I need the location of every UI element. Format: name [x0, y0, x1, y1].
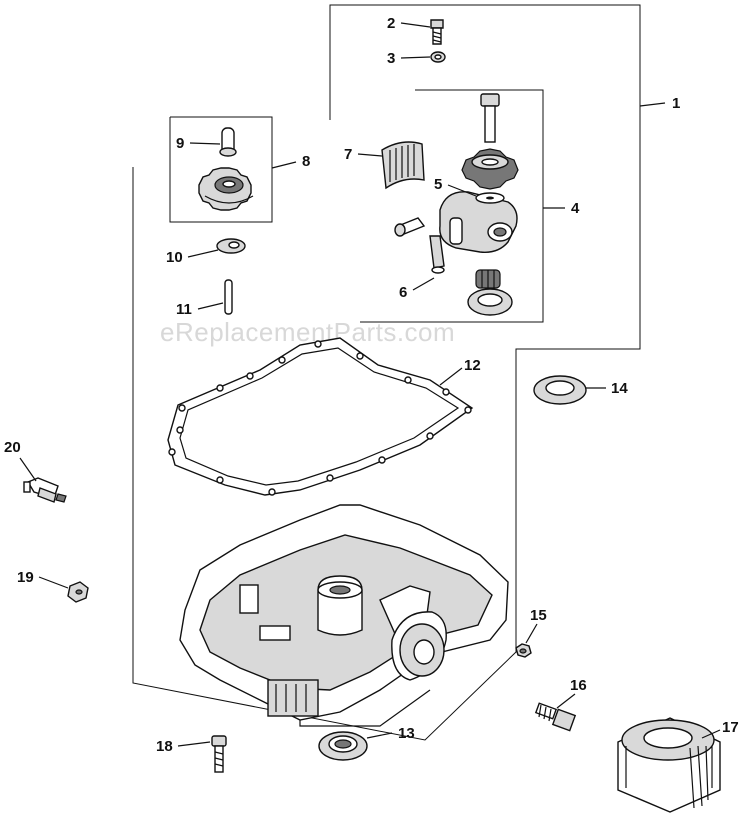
- part-15-nut: [515, 643, 532, 658]
- svg-text:8: 8: [302, 153, 310, 170]
- callout-13: 13: [366, 725, 415, 742]
- svg-text:11: 11: [176, 301, 192, 318]
- part-13-oil-seal: [318, 731, 368, 761]
- assembly-boundary-lines: [132, 4, 641, 741]
- svg-text:9: 9: [176, 135, 184, 152]
- callout-1: 1: [639, 95, 680, 112]
- callout-11: 11: [176, 301, 224, 318]
- watermark-text: eReplacementParts.com: [160, 317, 455, 347]
- svg-text:15: 15: [530, 607, 547, 624]
- svg-text:16: 16: [570, 677, 587, 694]
- svg-text:14: 14: [611, 380, 628, 397]
- part-4-oil-pump-assembly: [394, 93, 519, 316]
- part-14-seal: [533, 375, 587, 405]
- callout-5: 5: [434, 176, 477, 197]
- callout-20: 20: [4, 439, 37, 482]
- callout-19: 19: [17, 569, 69, 589]
- svg-text:17: 17: [722, 719, 739, 736]
- svg-text:20: 20: [4, 439, 21, 456]
- callout-17: 17: [701, 719, 739, 739]
- callout-2: 2: [387, 15, 431, 32]
- callout-6: 6: [399, 277, 435, 301]
- callout-4: 4: [543, 200, 580, 217]
- svg-text:2: 2: [387, 15, 395, 32]
- part-6-pickup-tube: [429, 235, 445, 274]
- callout-18: 18: [156, 738, 211, 755]
- part-20-pressure-switch: [23, 477, 67, 503]
- svg-text:19: 19: [17, 569, 34, 586]
- svg-text:7: 7: [344, 146, 352, 163]
- callout-15: 15: [525, 607, 547, 644]
- part-oil-pan: [179, 504, 509, 727]
- svg-text:12: 12: [464, 357, 481, 374]
- svg-text:6: 6: [399, 284, 407, 301]
- svg-text:4: 4: [571, 200, 580, 217]
- callout-3: 3: [387, 50, 431, 67]
- callout-7: 7: [344, 146, 383, 163]
- svg-text:3: 3: [387, 50, 395, 67]
- part-3-nut: [430, 51, 446, 63]
- svg-text:10: 10: [166, 249, 183, 266]
- part-16-drain-plug: [534, 702, 577, 732]
- part-7-needle-bearing: [381, 141, 425, 190]
- part-11-shaft: [224, 279, 233, 315]
- part-8-gear: [198, 167, 254, 211]
- callout-12: 12: [439, 357, 481, 386]
- svg-text:5: 5: [434, 176, 442, 193]
- callout-9: 9: [176, 135, 221, 152]
- svg-text:18: 18: [156, 738, 173, 755]
- gasket-bolt-holes: [168, 340, 472, 496]
- part-19-plug: [67, 581, 89, 603]
- part-5-washer: [475, 192, 505, 204]
- part-9-pin: [219, 127, 237, 157]
- part-10-washer: [216, 238, 246, 254]
- part-12-gasket: [167, 337, 474, 496]
- part-18-bolt: [211, 735, 227, 773]
- part-17-oil-filter: [617, 717, 721, 813]
- svg-text:1: 1: [672, 95, 680, 112]
- part-2-bolt: [430, 19, 444, 45]
- svg-text:13: 13: [398, 725, 415, 742]
- callout-14: 14: [586, 380, 628, 397]
- callout-8: 8: [271, 153, 310, 170]
- callout-16: 16: [556, 677, 587, 709]
- callout-10: 10: [166, 249, 219, 266]
